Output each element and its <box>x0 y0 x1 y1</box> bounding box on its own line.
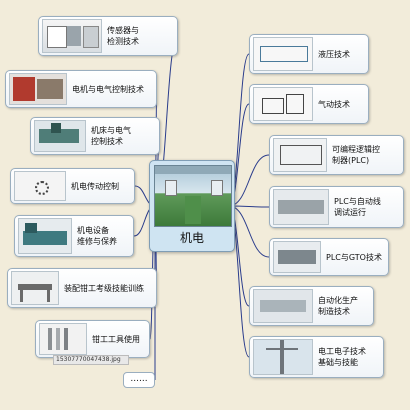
node-automation[interactable]: 自动化生产 制造技术 <box>249 286 374 326</box>
node-fitter-tools[interactable]: 钳工工具使用 <box>35 320 150 358</box>
node-plc-line[interactable]: PLC与自动线 调试运行 <box>269 186 404 228</box>
node-electrician[interactable]: 电工电子技术 基础与技能 <box>249 336 384 378</box>
automation-line-photo-icon <box>273 189 329 225</box>
node-fitter-exam-label: 装配钳工考级技能训练 <box>64 283 144 293</box>
node-plc-label: 可编程逻辑控 制器(PLC) <box>332 145 380 165</box>
node-pneumatic[interactable]: 气动技术 <box>249 84 369 124</box>
fitter-bench-photo-icon <box>11 271 59 305</box>
lathe-photo-icon <box>18 218 72 254</box>
node-fitter-exam[interactable]: 装配钳工考级技能训练 <box>7 268 157 308</box>
node-motor-label: 电机与电气控制技术 <box>72 84 144 94</box>
center-node-label: 机电 <box>179 231 204 245</box>
node-pneumatic-label: 气动技术 <box>318 99 350 109</box>
node-sensor-label: 传感器与 检测技术 <box>107 26 139 46</box>
node-machine-label: 机床与电气 控制技术 <box>91 126 131 146</box>
gear-drive-photo-icon <box>14 171 66 201</box>
hand-tools-photo-icon <box>39 323 87 355</box>
node-motor[interactable]: 电机与电气控制技术 <box>5 70 157 108</box>
pneumatic-diagram-icon <box>253 87 313 121</box>
node-maint-label: 机电设备 维修与保养 <box>77 226 117 246</box>
node-plc-line-label: PLC与自动线 调试运行 <box>334 197 381 217</box>
node-hydraulic-label: 液压技术 <box>318 49 350 59</box>
hydraulic-diagram-icon <box>253 37 313 71</box>
image-filename-overlay: 15307770047438.jpg <box>53 355 129 365</box>
node-plc-gto[interactable]: PLC与GTO技术 <box>269 238 389 276</box>
node-machine[interactable]: 机床与电气 控制技术 <box>30 117 160 155</box>
production-line-photo-icon <box>253 289 313 323</box>
node-drive[interactable]: 机电传动控制 <box>10 168 135 204</box>
more-button[interactable]: ...... <box>123 372 155 388</box>
node-maint[interactable]: 机电设备 维修与保养 <box>14 215 134 257</box>
node-electrician-label: 电工电子技术 基础与技能 <box>318 347 366 367</box>
branch-line-node-plc-line <box>228 205 270 208</box>
node-plc-gto-label: PLC与GTO技术 <box>326 252 382 262</box>
motor-control-panel-photo-icon <box>9 73 67 105</box>
machine-tool-photo-icon <box>34 120 86 152</box>
plc-panel-photo-icon <box>273 138 327 172</box>
node-automation-label: 自动化生产 制造技术 <box>318 296 358 316</box>
node-plc[interactable]: 可编程逻辑控 制器(PLC) <box>269 135 404 175</box>
plc-gto-device-photo-icon <box>273 241 321 273</box>
node-drive-label: 机电传动控制 <box>71 181 119 191</box>
node-hydraulic[interactable]: 液压技术 <box>249 34 369 74</box>
sensor-lab-photo-icon <box>42 19 102 53</box>
node-sensor[interactable]: 传感器与 检测技术 <box>38 16 178 56</box>
center-node[interactable]: 机电 <box>149 160 235 252</box>
electrician-pole-photo-icon <box>253 339 313 375</box>
node-fitter-tools-label: 钳工工具使用 <box>92 334 140 344</box>
factory-floor-photo-icon <box>154 165 232 227</box>
